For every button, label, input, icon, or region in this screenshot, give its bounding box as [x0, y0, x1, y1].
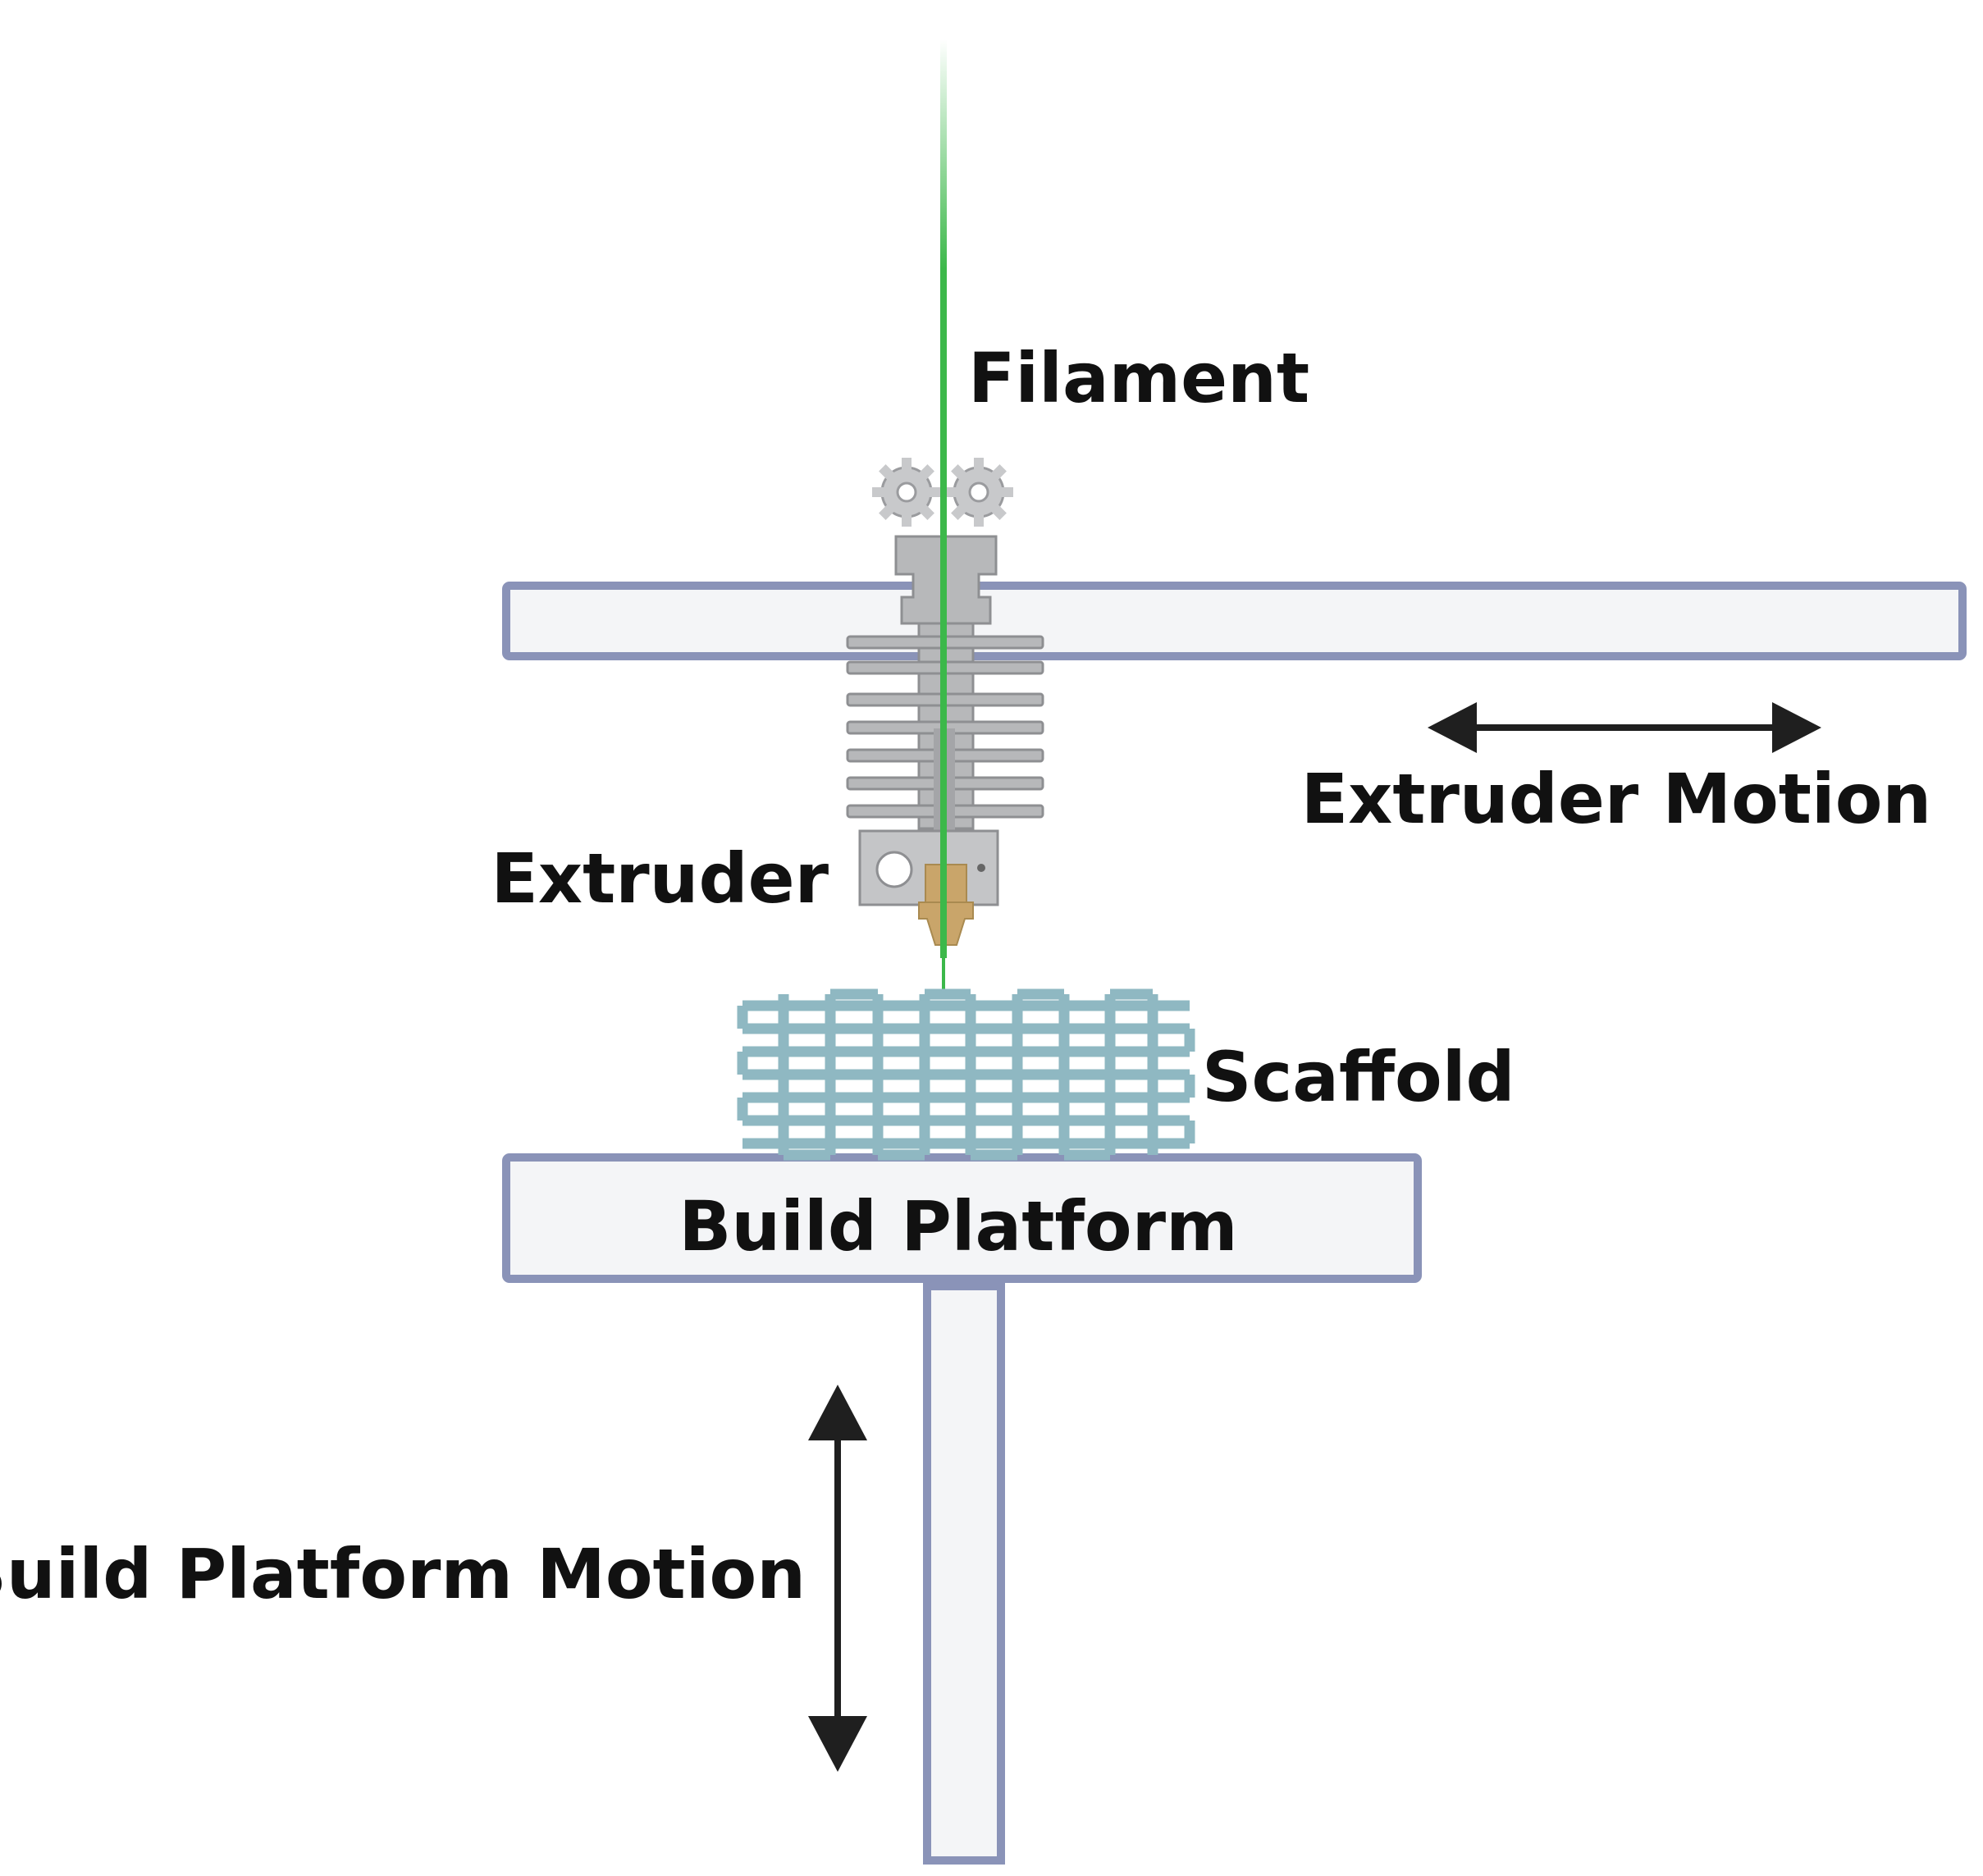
extruder-label: Extruder: [491, 838, 829, 919]
double-arrow-horizontal-icon: [1428, 702, 1821, 753]
build-platform: [502, 1153, 1422, 1283]
scaffold: [737, 988, 1195, 1161]
extruded-filament: [942, 943, 945, 993]
gear-icon: [872, 458, 1013, 527]
scaffold-label: Scaffold: [1202, 1037, 1515, 1117]
gantry-rail: [502, 582, 1967, 660]
set-screw: [977, 864, 985, 872]
build-platform-label: Build Platform: [679, 1186, 1237, 1267]
filament-label: Filament: [968, 338, 1309, 418]
extruder-motion-label: Extruder Motion: [1301, 759, 1931, 839]
platform-column: [923, 1282, 1005, 1865]
double-arrow-vertical-icon: [808, 1385, 867, 1772]
filament-strand: [940, 39, 947, 958]
build-platform-motion-label: Build Platform Motion: [0, 1534, 806, 1614]
thermistor-hole: [875, 851, 913, 888]
